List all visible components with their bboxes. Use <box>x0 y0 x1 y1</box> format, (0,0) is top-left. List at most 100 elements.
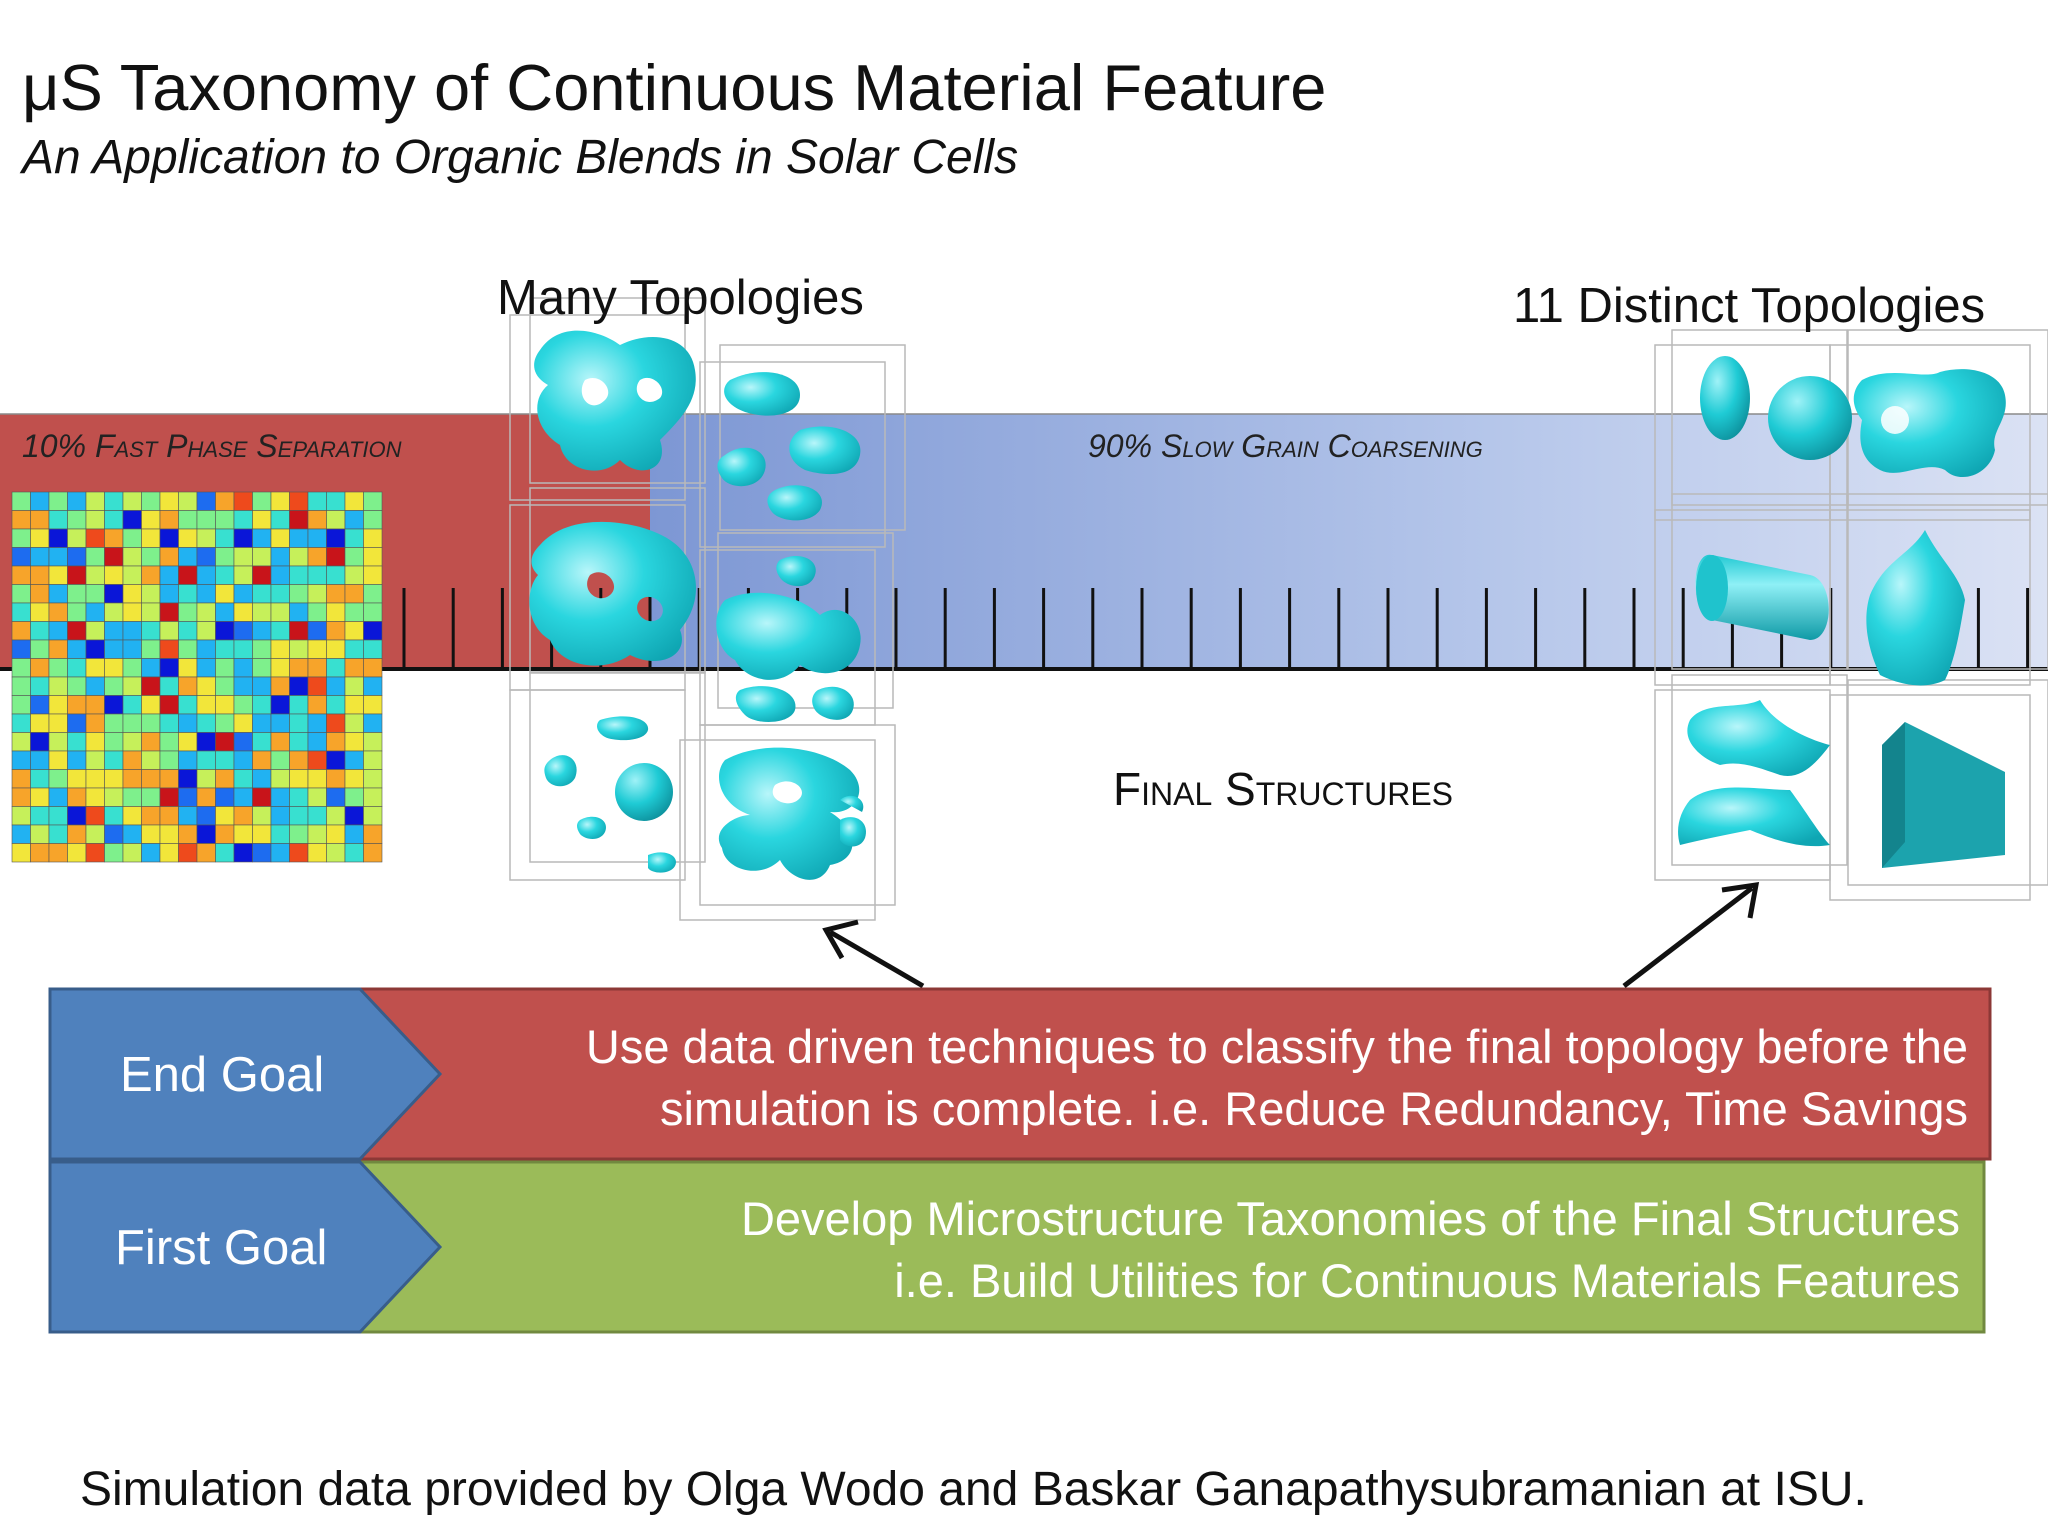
heatmap-cell <box>122 806 142 826</box>
heatmap-cell <box>233 750 253 770</box>
heatmap-cell <box>85 806 105 826</box>
heatmap-cell <box>11 824 31 844</box>
heatmap-cell <box>67 547 87 567</box>
heatmap-cell <box>252 769 272 789</box>
heatmap-cell <box>344 787 364 807</box>
heatmap-cell <box>363 806 383 826</box>
heatmap-cell <box>307 676 327 696</box>
heatmap-cell <box>141 676 161 696</box>
heatmap-cell <box>344 713 364 733</box>
heatmap-cell <box>104 713 124 733</box>
heatmap-cell <box>141 584 161 604</box>
heatmap-cell <box>30 639 50 659</box>
heatmap-cell <box>344 491 364 511</box>
heatmap-cell <box>85 695 105 715</box>
heatmap-cell <box>233 676 253 696</box>
heatmap-cell <box>159 565 179 585</box>
heatmap-cell <box>30 658 50 678</box>
heatmap-cell <box>344 621 364 641</box>
heatmap-cell <box>270 843 290 863</box>
heatmap-cell <box>326 695 346 715</box>
heatmap-cell <box>326 491 346 511</box>
heatmap-cell <box>344 676 364 696</box>
heatmap-cell <box>141 565 161 585</box>
heatmap-cell <box>48 787 68 807</box>
heatmap-cell <box>363 584 383 604</box>
heatmap-cell <box>252 750 272 770</box>
heatmap-cell <box>252 824 272 844</box>
heatmap-cell <box>252 602 272 622</box>
heatmap-cell <box>48 769 68 789</box>
heatmap-cell <box>270 510 290 530</box>
heatmap-cell <box>307 658 327 678</box>
heatmap-cell <box>67 510 87 530</box>
heatmap-cell <box>196 843 216 863</box>
heatmap-cell <box>252 528 272 548</box>
heatmap-cell <box>30 565 50 585</box>
heatmap-cell <box>363 676 383 696</box>
heatmap-cell <box>307 732 327 752</box>
heatmap-cell <box>215 769 235 789</box>
heatmap-cell <box>344 695 364 715</box>
heatmap-cell <box>159 676 179 696</box>
heatmap-cell <box>196 676 216 696</box>
heatmap-cell <box>159 658 179 678</box>
heatmap-cell <box>326 602 346 622</box>
heatmap-cell <box>48 824 68 844</box>
heatmap-cell <box>363 843 383 863</box>
arrow-icon <box>822 919 925 989</box>
heatmap-cell <box>289 602 309 622</box>
heatmap-cell <box>141 528 161 548</box>
heatmap-cell <box>289 713 309 733</box>
arrow-icon <box>1622 882 1760 988</box>
heatmap-cell <box>122 750 142 770</box>
heatmap-cell <box>85 769 105 789</box>
heatmap-cell <box>289 787 309 807</box>
heatmap-cell <box>326 639 346 659</box>
heatmap-cell <box>363 510 383 530</box>
heatmap-cell <box>252 639 272 659</box>
heatmap-cell <box>85 584 105 604</box>
heatmap-cell <box>307 547 327 567</box>
heatmap-cell <box>178 510 198 530</box>
heatmap-cell <box>48 695 68 715</box>
heatmap-cell <box>289 806 309 826</box>
heatmap-cell <box>48 621 68 641</box>
heatmap-cell <box>270 491 290 511</box>
heatmap-cell <box>289 491 309 511</box>
heatmap-cell <box>363 602 383 622</box>
heatmap-cell <box>104 491 124 511</box>
heatmap-cell <box>363 787 383 807</box>
heatmap-cell <box>307 787 327 807</box>
heatmap-cell <box>270 639 290 659</box>
heatmap-cell <box>48 547 68 567</box>
heatmap-cell <box>104 787 124 807</box>
heatmap-cell <box>159 528 179 548</box>
heatmap-cell <box>215 713 235 733</box>
heatmap-cell <box>85 565 105 585</box>
heatmap-cell <box>48 584 68 604</box>
heatmap-cell <box>270 695 290 715</box>
heatmap-cell <box>233 732 253 752</box>
heatmap-cell <box>215 676 235 696</box>
heatmap-cell <box>159 584 179 604</box>
heatmap-cell <box>289 547 309 567</box>
heatmap-cell <box>363 658 383 678</box>
heatmap-cell <box>178 750 198 770</box>
distinct-topologies-heading: 11 Distinct Topologies <box>1513 279 1986 333</box>
heatmap-cell <box>307 806 327 826</box>
heatmap-cell <box>85 843 105 863</box>
heatmap-cell <box>326 565 346 585</box>
heatmap-cell <box>289 621 309 641</box>
heatmap-cell <box>30 547 50 567</box>
heatmap-cell <box>159 510 179 530</box>
heatmap-cell <box>122 787 142 807</box>
heatmap-cell <box>67 843 87 863</box>
heatmap-cell <box>196 806 216 826</box>
heatmap-cell <box>178 658 198 678</box>
heatmap-cell <box>252 565 272 585</box>
heatmap-cell <box>141 787 161 807</box>
heatmap-cell <box>30 695 50 715</box>
heatmap-cell <box>30 769 50 789</box>
first-goal-chevron <box>48 1160 443 1334</box>
